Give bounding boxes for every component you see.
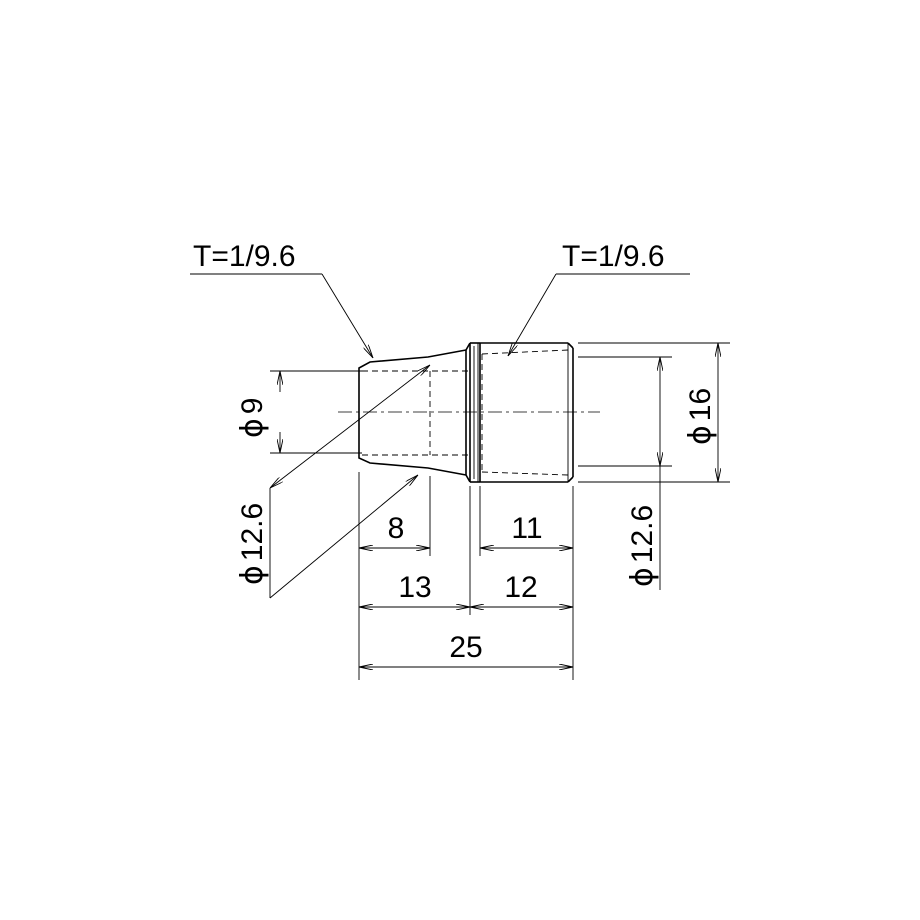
svg-text:12: 12 [504,571,537,604]
taper-label-right: T=1/9.6 [562,240,665,273]
svg-text:25: 25 [449,631,482,664]
dimension-outer-16: ϕ16 [578,342,730,483]
dimension-length-25: 25 [359,631,573,667]
svg-text:ϕ9: ϕ9 [235,398,270,438]
taper-label-left: T=1/9.6 [193,240,296,273]
dimension-length-13: 13 [359,571,470,607]
part-outline [358,342,574,483]
extension-lines [358,472,574,680]
svg-text:ϕ16: ϕ16 [683,388,718,445]
hidden-lines [362,349,569,476]
phi-symbol: ϕ [235,565,270,585]
dimension-thread-left-12-6: ϕ12.6 [235,365,430,599]
dimension-length-12: 12 [470,571,573,607]
svg-text:11: 11 [511,512,542,545]
svg-text:13: 13 [398,571,431,604]
taper-leader-right [508,273,690,356]
phi-symbol: ϕ [235,418,270,438]
taper-leader-left [190,273,373,358]
svg-text:ϕ12.6: ϕ12.6 [235,503,270,585]
phi-symbol: ϕ [625,567,660,587]
svg-text:ϕ12.6: ϕ12.6 [625,505,660,587]
dimension-length-8: 8 [359,512,430,548]
phi-symbol: ϕ [683,425,718,445]
dimension-thread-right-12-6: ϕ12.6 [578,356,672,590]
dimension-length-11: 11 [480,512,573,548]
svg-text:8: 8 [388,512,405,545]
